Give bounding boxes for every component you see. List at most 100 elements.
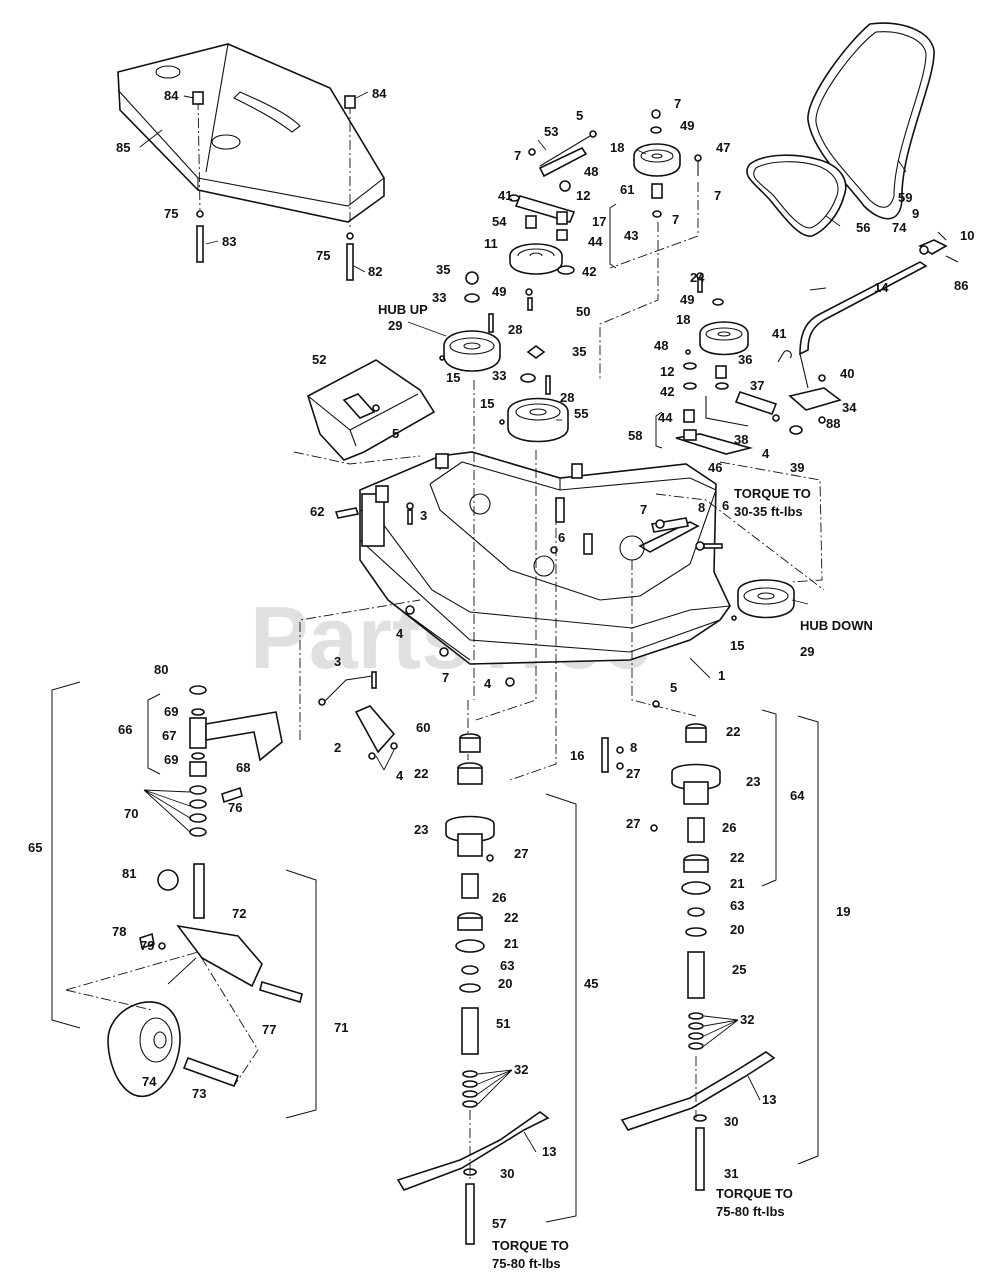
callout: 27 [626, 766, 640, 781]
callout: 74 [892, 220, 907, 235]
callout: 49 [492, 284, 506, 299]
pulley-hub-down [731, 579, 795, 621]
callout: 44 [658, 410, 673, 425]
callout: 20 [498, 976, 512, 991]
callout: 12 [576, 188, 590, 203]
callout: 19 [836, 904, 850, 919]
callout: 81 [122, 866, 136, 881]
callout: 28 [508, 322, 522, 337]
callout: 24 [690, 270, 705, 285]
callout: 64 [790, 788, 805, 803]
callout: 60 [416, 720, 430, 735]
callout: 20 [730, 922, 744, 937]
callout: 34 [842, 400, 857, 415]
note-torque-3-line2: 75-80 ft-lbs [492, 1256, 561, 1271]
phantom-lines [299, 380, 825, 781]
control-rod [777, 231, 959, 424]
callout: 5 [576, 108, 583, 123]
callout: 23 [414, 822, 428, 837]
callout: 82 [368, 264, 382, 279]
callout: 78 [112, 924, 126, 939]
callout: 50 [576, 304, 590, 319]
callout: 35 [572, 344, 586, 359]
cover-studs [192, 91, 356, 281]
callout: 27 [626, 816, 640, 831]
leader-lines [139, 91, 907, 1153]
callout: 18 [676, 312, 690, 327]
callout: 6 [722, 498, 729, 513]
callout: 13 [542, 1144, 556, 1159]
callout: 49 [680, 292, 694, 307]
idler-arm-assembly [508, 130, 597, 311]
callout: 22 [414, 766, 428, 781]
callout: 4 [396, 626, 404, 641]
callout: 70 [124, 806, 138, 821]
callout: 79 [140, 938, 154, 953]
note-torque-3-line1: TORQUE TO [492, 1238, 569, 1253]
callout: 27 [514, 846, 528, 861]
callout: 42 [660, 384, 674, 399]
callout: 16 [570, 748, 584, 763]
callout: 57 [492, 1216, 506, 1231]
callout: 7 [672, 212, 679, 227]
note-torque-1-line1: TORQUE TO [734, 486, 811, 501]
callout: 29 [800, 644, 814, 659]
callout: 15 [480, 396, 494, 411]
idler-bracket-assembly [675, 272, 803, 455]
callout: 48 [654, 338, 668, 353]
callout: 58 [628, 428, 642, 443]
callout: 31 [724, 1166, 738, 1181]
callout: 43 [624, 228, 638, 243]
callout: 40 [840, 366, 854, 381]
callout: 8 [630, 740, 637, 755]
callout: 30 [500, 1166, 514, 1181]
callout: 46 [708, 460, 722, 475]
callout: 55 [574, 406, 588, 421]
callout: 39 [790, 460, 804, 475]
callout: 33 [432, 290, 446, 305]
callout: 22 [730, 850, 744, 865]
callout: 63 [500, 958, 514, 973]
callout: 12 [660, 364, 674, 379]
callout: 21 [504, 936, 518, 951]
callout: 61 [620, 182, 634, 197]
belt-cover [117, 43, 385, 223]
callout: 7 [674, 96, 681, 111]
callout-labels: 1 2 3 3 4 4 4 4 5 5 5 6 6 7 7 7 7 7 7 8 … [28, 86, 974, 1231]
callout: 85 [116, 140, 130, 155]
callout: 26 [722, 820, 736, 835]
diagram-notes: HUB UP HUB DOWN TORQUE TO 30-35 ft-lbs T… [378, 302, 873, 1271]
callout: 63 [730, 898, 744, 913]
callout: 71 [334, 1020, 348, 1035]
note-hub-up: HUB UP [378, 302, 428, 317]
callout: 3 [420, 508, 427, 523]
callout: 26 [492, 890, 506, 905]
callout: 15 [730, 638, 744, 653]
callout: 7 [714, 188, 721, 203]
callout: 49 [680, 118, 694, 133]
callout: 32 [740, 1012, 754, 1027]
callout: 76 [228, 800, 242, 815]
idler-pulley-top [599, 109, 702, 380]
callout: 59 [898, 190, 912, 205]
callout: 7 [640, 502, 647, 517]
note-hub-down: HUB DOWN [800, 618, 873, 633]
callout: 5 [670, 680, 677, 695]
callout: 7 [442, 670, 449, 685]
note-torque-2-line1: TORQUE TO [716, 1186, 793, 1201]
callout: 7 [514, 148, 521, 163]
callout: 45 [584, 976, 598, 991]
note-torque-1-line2: 30-35 ft-lbs [734, 504, 803, 519]
assembly-brackets [51, 203, 819, 1223]
callout: 11 [484, 236, 498, 251]
callout: 3 [334, 654, 341, 669]
callout: 52 [312, 352, 326, 367]
callout: 84 [164, 88, 179, 103]
callout: 44 [588, 234, 603, 249]
callout: 15 [446, 370, 460, 385]
mower-deck [359, 451, 731, 665]
callout: 21 [730, 876, 744, 891]
callout: 32 [514, 1062, 528, 1077]
callout: 74 [142, 1074, 157, 1089]
